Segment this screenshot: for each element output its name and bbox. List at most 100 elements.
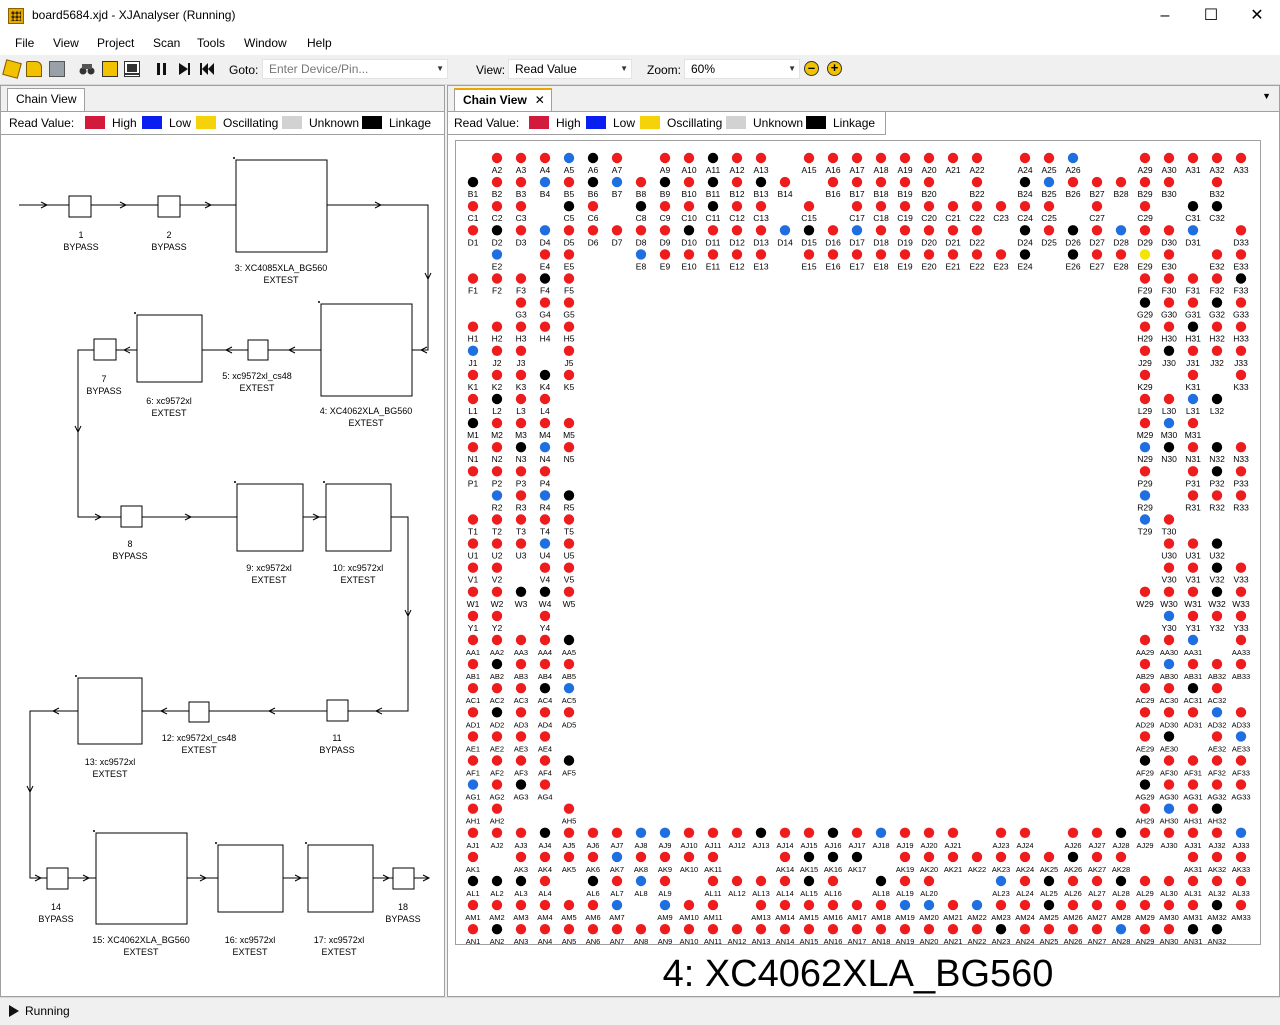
- bga-pin[interactable]: [467, 562, 479, 573]
- menu-file[interactable]: File: [15, 36, 35, 50]
- bga-pin[interactable]: [1187, 803, 1199, 814]
- bga-pin[interactable]: [755, 152, 767, 164]
- bga-pin[interactable]: [1163, 225, 1175, 236]
- bga-pin[interactable]: [1163, 514, 1175, 525]
- bga-pin[interactable]: [1043, 899, 1055, 911]
- bga-pin[interactable]: [947, 152, 959, 164]
- bga-pin[interactable]: [1139, 924, 1151, 935]
- bga-pin[interactable]: [1211, 924, 1223, 935]
- bga-pin[interactable]: [803, 851, 815, 863]
- bga-pin[interactable]: [1139, 875, 1151, 887]
- bga-pin[interactable]: [803, 827, 815, 838]
- bga-pin[interactable]: [1115, 899, 1127, 911]
- bga-pin[interactable]: [803, 899, 815, 911]
- bga-pin[interactable]: [1043, 225, 1055, 236]
- bga-pin[interactable]: [1091, 827, 1103, 838]
- bga-pin[interactable]: [1235, 152, 1247, 164]
- menu-window[interactable]: Window: [244, 36, 287, 50]
- bga-pin[interactable]: [1115, 225, 1127, 236]
- bga-pin[interactable]: [515, 924, 527, 935]
- bga-pin[interactable]: [563, 827, 575, 838]
- bga-pin[interactable]: [683, 851, 695, 863]
- bga-pin[interactable]: [515, 731, 527, 742]
- bga-pin[interactable]: [563, 176, 575, 188]
- bga-pin[interactable]: [1187, 442, 1199, 453]
- bga-pin[interactable]: [803, 225, 815, 236]
- bga-pin[interactable]: [1139, 803, 1151, 814]
- bga-pin[interactable]: [491, 514, 503, 525]
- bga-pin[interactable]: [515, 345, 527, 356]
- bga-pin[interactable]: [467, 321, 479, 332]
- bga-pin[interactable]: [467, 731, 479, 742]
- bga-pin[interactable]: [1211, 851, 1223, 863]
- bga-pin[interactable]: [1211, 827, 1223, 838]
- bga-pin[interactable]: [1211, 658, 1223, 670]
- tab-chain-view-left[interactable]: Chain View: [7, 88, 86, 111]
- bga-pin[interactable]: [1163, 779, 1175, 790]
- bga-pin[interactable]: [827, 152, 839, 164]
- save-icon[interactable]: [49, 61, 65, 77]
- bga-pin[interactable]: [1163, 827, 1175, 838]
- bga-pin[interactable]: [491, 345, 503, 356]
- bga-pin[interactable]: [1163, 634, 1175, 646]
- bga-pin[interactable]: [563, 899, 575, 911]
- bga-pin[interactable]: [539, 514, 551, 525]
- bga-pin[interactable]: [491, 249, 503, 260]
- bga-pin[interactable]: [1187, 297, 1199, 308]
- bga-pin[interactable]: [1211, 321, 1223, 332]
- bga-pin[interactable]: [1235, 369, 1247, 381]
- view-select[interactable]: Read Value ▼: [508, 59, 632, 79]
- bga-pin[interactable]: [539, 634, 551, 646]
- bga-pin[interactable]: [587, 899, 599, 911]
- bga-pin[interactable]: [707, 225, 719, 236]
- bga-pin[interactable]: [539, 586, 551, 597]
- bga-pin[interactable]: [1187, 201, 1199, 212]
- bga-pin[interactable]: [635, 249, 647, 260]
- bga-pin[interactable]: [515, 369, 527, 381]
- bga-pin[interactable]: [467, 201, 479, 212]
- bga-pin[interactable]: [1163, 538, 1175, 549]
- bga-pin[interactable]: [539, 755, 551, 766]
- bga-pin[interactable]: [899, 851, 911, 863]
- bga-pin[interactable]: [539, 731, 551, 742]
- bga-pin[interactable]: [1187, 755, 1199, 766]
- open-folder-icon[interactable]: [26, 61, 42, 77]
- close-button[interactable]: ✕: [1250, 7, 1264, 24]
- bga-pin[interactable]: [467, 610, 479, 622]
- bga-pin[interactable]: [467, 755, 479, 766]
- bga-pin[interactable]: [851, 827, 863, 838]
- bga-pin[interactable]: [731, 176, 743, 188]
- bga-pin[interactable]: [1211, 899, 1223, 911]
- bga-pin[interactable]: [995, 899, 1007, 911]
- bga-pin[interactable]: [779, 176, 791, 188]
- bga-pin[interactable]: [539, 393, 551, 405]
- bga-pin[interactable]: [899, 827, 911, 838]
- bga-pin[interactable]: [491, 899, 503, 911]
- bga-pin[interactable]: [947, 201, 959, 212]
- goto-input[interactable]: Enter Device/Pin... ▼: [262, 59, 448, 79]
- bga-pin[interactable]: [1211, 249, 1223, 260]
- bga-pin[interactable]: [563, 417, 575, 429]
- bga-pin[interactable]: [923, 152, 935, 164]
- bga-pin[interactable]: [467, 273, 479, 284]
- bga-pin[interactable]: [995, 201, 1007, 212]
- bga-pin[interactable]: [1187, 490, 1199, 501]
- bga-pin[interactable]: [491, 176, 503, 188]
- bga-pin[interactable]: [707, 827, 719, 838]
- bga-pin[interactable]: [587, 152, 599, 164]
- bga-pin[interactable]: [1187, 658, 1199, 670]
- bga-pin[interactable]: [1067, 225, 1079, 236]
- bga-pin[interactable]: [923, 924, 935, 935]
- bga-pin[interactable]: [515, 321, 527, 332]
- bga-pin[interactable]: [563, 658, 575, 670]
- bga-pin[interactable]: [491, 610, 503, 622]
- bga-pin[interactable]: [1115, 249, 1127, 260]
- bga-pin[interactable]: [875, 152, 887, 164]
- bga-pin[interactable]: [635, 176, 647, 188]
- bga-pin[interactable]: [683, 827, 695, 838]
- bga-pin[interactable]: [1163, 393, 1175, 405]
- bga-pin[interactable]: [515, 297, 527, 308]
- bga-pin[interactable]: [491, 417, 503, 429]
